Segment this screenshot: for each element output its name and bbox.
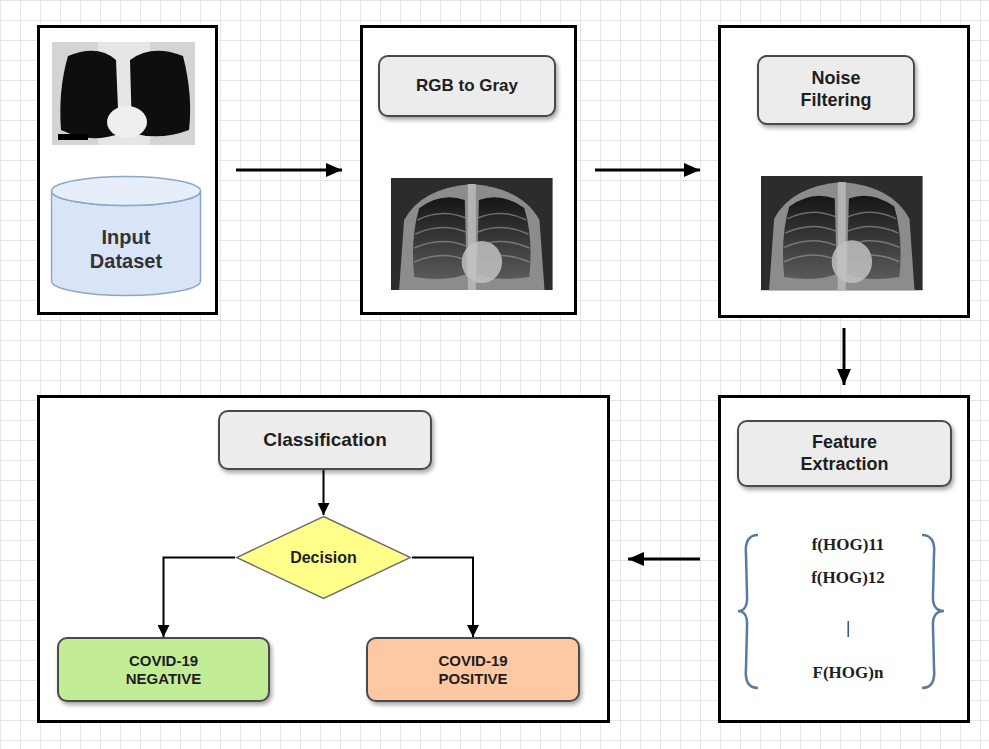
dataset-cylinder: Input Dataset <box>50 175 202 297</box>
flow-arrow <box>323 470 325 515</box>
panel-ground <box>360 25 577 315</box>
process-box: Noise Filtering <box>757 55 915 125</box>
process-box: Feature Extraction <box>737 420 952 487</box>
node-label: RGB to Gray <box>416 76 518 96</box>
node-label: COVID-19 POSITIVE <box>413 652 533 688</box>
node-label: Classification <box>263 429 387 452</box>
process-box: Classification <box>218 410 432 470</box>
flow-arrow <box>412 558 473 638</box>
filtered-xray-image <box>761 176 923 290</box>
node-label: Decision <box>290 548 357 567</box>
feature-panel: f(HOG)11 f(HOG)12 | F(HOG)n Feature Extracti… <box>718 395 970 723</box>
flow-arrow <box>236 169 342 172</box>
decision-diamond: Decision <box>235 515 412 600</box>
node-label: Noise Filtering <box>786 68 886 111</box>
flow-arrow <box>628 558 700 561</box>
flow-arrow <box>843 328 846 385</box>
node-label: Input Dataset <box>71 225 181 273</box>
flow-arrow <box>595 169 700 172</box>
feature-brackets <box>738 535 944 688</box>
grayscale-panel: RGB to Gray <box>360 25 577 315</box>
input-panel: Input Dataset <box>37 25 218 315</box>
result-box: COVID-19 POSITIVE <box>366 637 580 702</box>
feature-vector-item: f(HOG)12 <box>811 568 885 588</box>
feature-vector-item: f(HOG)11 <box>812 535 885 555</box>
gray-xray-image <box>391 178 553 290</box>
classification-panel: ClassificationDecisionCOVID-19 NEGATIVE C… <box>37 395 610 723</box>
panel-ground <box>718 25 970 318</box>
node-label: COVID-19 NEGATIVE <box>104 652 224 688</box>
filter-panel: Noise Filtering <box>718 25 970 318</box>
process-box: RGB to Gray <box>378 55 556 117</box>
panel-ground <box>37 25 218 315</box>
flow-arrow <box>164 558 236 638</box>
panel-ground <box>37 395 610 723</box>
node-label: Feature Extraction <box>780 432 910 475</box>
panel-ground <box>718 395 970 723</box>
feature-vector-item: F(HOG)n <box>813 663 884 683</box>
feature-vector-item: | <box>846 618 850 638</box>
result-box: COVID-19 NEGATIVE <box>57 637 270 702</box>
xray-image <box>52 42 195 145</box>
